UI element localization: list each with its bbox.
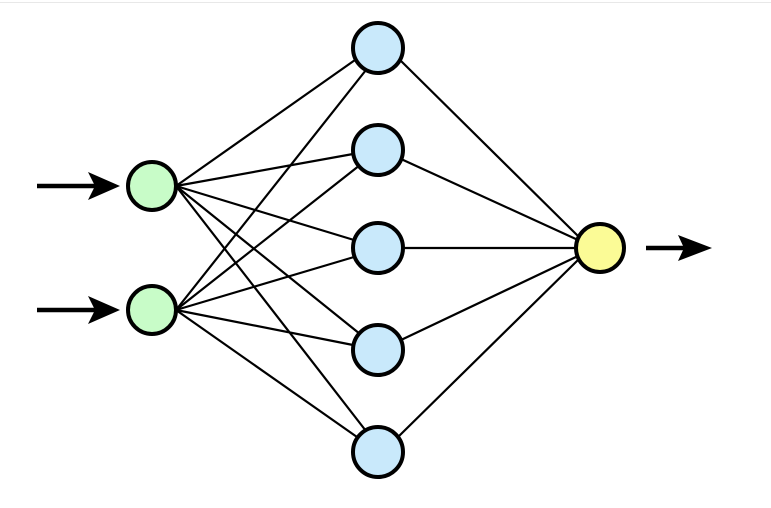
- hidden-node-1[interactable]: [351, 21, 405, 75]
- output-layer: [574, 222, 626, 274]
- input-node-2[interactable]: [126, 284, 178, 336]
- input-arrow-top-head: [88, 172, 120, 200]
- hidden-node-4[interactable]: [351, 323, 405, 377]
- arrows-group: [37, 172, 712, 324]
- input-arrow-bottom-head: [88, 296, 120, 324]
- edge-i1-h3: [174, 184, 356, 242]
- edge-i2-h4: [174, 308, 355, 347]
- top-divider-rule: [0, 2, 771, 3]
- input-node-1[interactable]: [126, 160, 178, 212]
- edge-h1-o1: [398, 58, 580, 238]
- output-arrow: [646, 235, 712, 261]
- output-node-1[interactable]: [574, 222, 626, 274]
- hidden-node-5[interactable]: [351, 425, 405, 479]
- hidden-layer: [351, 21, 405, 479]
- edges-group: [174, 58, 580, 439]
- output-arrow-head: [678, 235, 712, 261]
- edge-i1-h4: [174, 184, 362, 336]
- input-arrow-bottom: [37, 296, 120, 324]
- edge-i2-h3: [174, 255, 356, 312]
- edge-h2-o1: [399, 157, 580, 242]
- edge-i1-h2: [174, 152, 355, 188]
- edge-i2-h5: [174, 308, 359, 439]
- edge-i2-h2: [174, 163, 362, 312]
- input-layer: [126, 160, 178, 336]
- input-arrow-top: [37, 172, 120, 200]
- hidden-node-2[interactable]: [351, 123, 405, 177]
- edge-i1-h1: [174, 58, 357, 188]
- edge-i2-h1: [174, 68, 368, 312]
- hidden-node-3[interactable]: [351, 221, 405, 275]
- edge-i1-h5: [174, 184, 368, 433]
- edge-h4-o1: [399, 254, 580, 342]
- edge-h5-o1: [396, 258, 580, 439]
